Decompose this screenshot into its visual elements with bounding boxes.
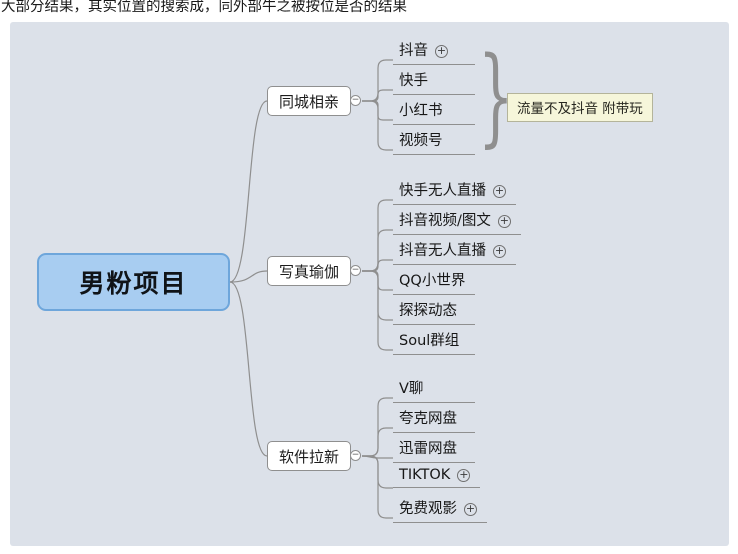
- node-xiaohongshu[interactable]: 小红书: [393, 99, 475, 125]
- node-shipinhao[interactable]: 视频号: [393, 129, 475, 155]
- connector-line: [362, 455, 393, 519]
- collapse-toggle[interactable]: −: [350, 265, 361, 276]
- node-photo-yoga[interactable]: 写真瑜伽: [267, 256, 351, 286]
- mindmap-canvas[interactable]: 男粉项目 同城相亲 − 写真瑜伽 − 软件拉新 − 抖音 + 快手 小红书 视频号…: [10, 22, 729, 546]
- connector-line: [362, 427, 393, 457]
- expand-icon[interactable]: +: [435, 44, 448, 58]
- node-label: 快手无人直播: [399, 183, 486, 199]
- node-douyin-video-image[interactable]: 抖音视频/图文 +: [393, 209, 521, 235]
- connector-line: [229, 281, 268, 457]
- collapse-toggle[interactable]: −: [350, 95, 361, 106]
- connector-line: [362, 100, 393, 151]
- node-label: QQ小世界: [399, 273, 466, 289]
- node-label: 抖音无人直播: [399, 243, 486, 259]
- node-label: Soul群组: [399, 333, 460, 349]
- clipped-top-text: 大部分结果，其实位置的搜索成，同外部牛之被按位是否的结果: [1, 0, 407, 15]
- node-tiktok[interactable]: TIKTOK +: [393, 467, 481, 488]
- node-label: 抖音视频/图文: [399, 213, 491, 229]
- node-label: 免费观影: [399, 501, 457, 517]
- node-kuaishou-unmanned-live[interactable]: 快手无人直播 +: [393, 179, 516, 205]
- node-label: V聊: [399, 381, 424, 397]
- branch-label: 写真瑜伽: [278, 262, 339, 281]
- branch-label: 软件拉新: [278, 447, 339, 466]
- node-local-dating[interactable]: 同城相亲: [267, 86, 351, 116]
- node-label: 快手: [399, 73, 428, 89]
- callout-note[interactable]: 流量不及抖音 附带玩: [507, 93, 653, 122]
- connector-line: [229, 100, 268, 283]
- node-label: 探探动态: [399, 303, 457, 319]
- connector-lines: [229, 59, 393, 519]
- node-douyin-unmanned-live[interactable]: 抖音无人直播 +: [393, 239, 516, 265]
- note-text: 流量不及抖音 附带玩: [517, 101, 643, 117]
- node-tantan-moments[interactable]: 探探动态: [393, 299, 475, 325]
- expand-icon[interactable]: +: [493, 244, 506, 258]
- node-label: 迅雷网盘: [399, 441, 457, 457]
- expand-icon[interactable]: +: [493, 184, 506, 198]
- node-label: 小红书: [399, 103, 443, 119]
- connector-line: [229, 270, 268, 283]
- node-root-male-fans-project[interactable]: 男粉项目: [37, 253, 230, 311]
- node-free-movies[interactable]: 免费观影 +: [393, 497, 487, 523]
- node-app-referral[interactable]: 软件拉新: [267, 441, 351, 471]
- expand-icon[interactable]: +: [497, 214, 511, 228]
- root-label: 男粉项目: [79, 269, 188, 298]
- branch-label: 同城相亲: [278, 92, 339, 111]
- collapse-toggle[interactable]: −: [350, 450, 361, 461]
- node-label: TIKTOK: [399, 467, 451, 483]
- node-label: 视频号: [399, 133, 443, 149]
- node-label: 抖音: [399, 43, 428, 59]
- connector-line: [362, 270, 393, 351]
- expand-icon[interactable]: +: [457, 468, 471, 482]
- node-kuaishou[interactable]: 快手: [393, 69, 475, 95]
- expand-icon[interactable]: +: [464, 502, 477, 516]
- node-qq-xiaoshijie[interactable]: QQ小世界: [393, 269, 476, 295]
- node-soul-group[interactable]: Soul群组: [393, 329, 475, 355]
- node-kuake-netdisk[interactable]: 夸克网盘: [393, 407, 475, 433]
- node-label: 夸克网盘: [399, 411, 457, 427]
- node-vliao[interactable]: V聊: [393, 377, 475, 403]
- node-douyin[interactable]: 抖音 +: [393, 39, 475, 65]
- node-xunlei-netdisk[interactable]: 迅雷网盘: [393, 437, 475, 463]
